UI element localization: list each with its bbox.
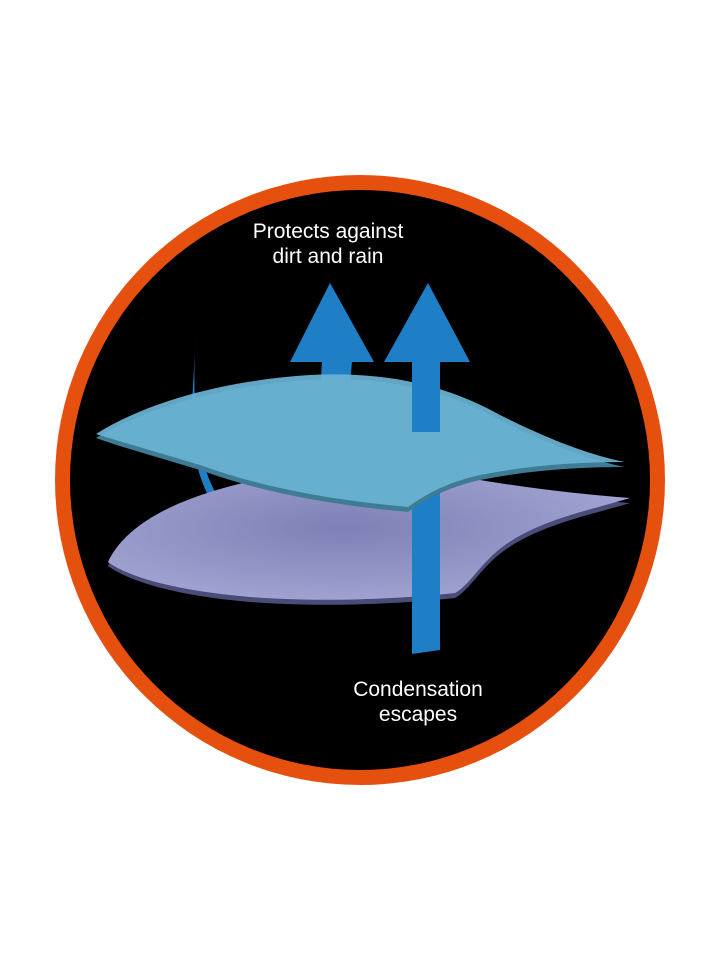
u-turn-arrowhead [290, 283, 374, 362]
inner-layer [108, 468, 630, 600]
protects-label-line1: Protects against [252, 220, 404, 243]
condensation-label: Condensation escapes [318, 677, 518, 727]
straight-arrow-upper [412, 362, 440, 432]
protects-label: Protects against dirt and rain [228, 219, 428, 269]
condensation-label-line1: Condensation [353, 678, 483, 701]
protects-label-line2: dirt and rain [272, 245, 384, 268]
condensation-label-line2: escapes [378, 703, 458, 726]
straight-arrowhead [384, 283, 470, 362]
outer-layer [96, 374, 625, 507]
